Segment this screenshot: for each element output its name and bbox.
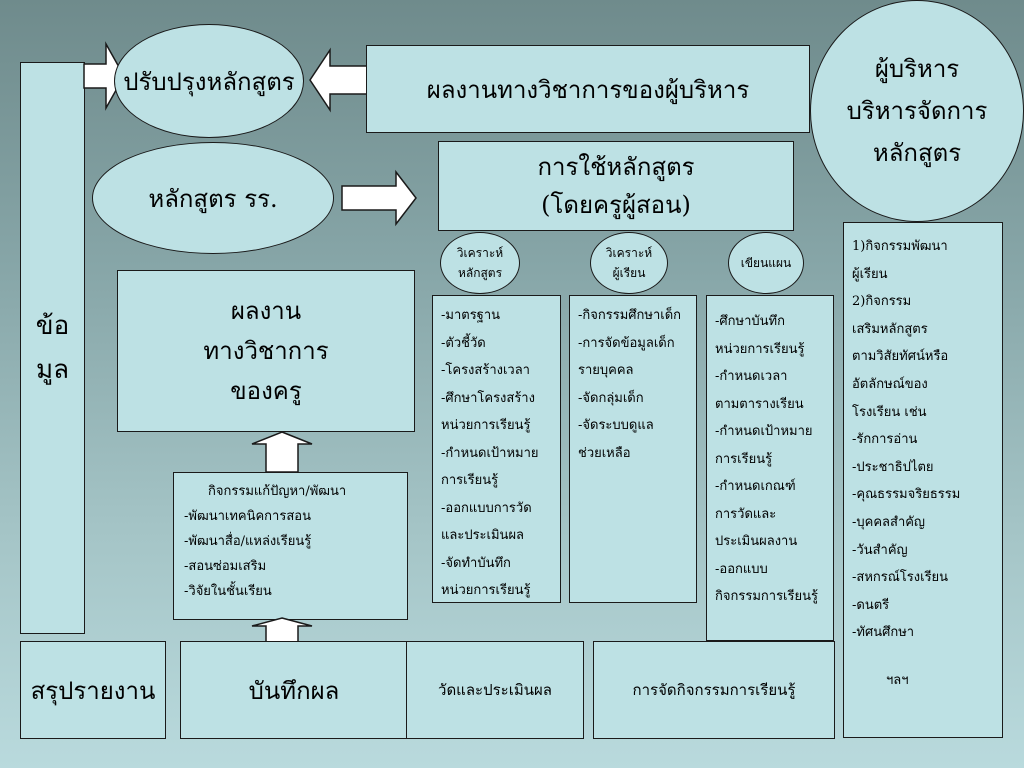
list-item: การวัดและ bbox=[715, 506, 777, 522]
list-item: -จัดทำบันทึก bbox=[441, 555, 511, 571]
list-item: -จัดระบบดูแล bbox=[578, 418, 654, 433]
list-item: -วันสำคัญ bbox=[852, 542, 908, 558]
list-item: -คุณธรรมจริยธรรม bbox=[852, 487, 961, 503]
list-item: อัตลักษณ์ของ bbox=[852, 376, 928, 392]
list-item: ประเมินผลงาน bbox=[715, 534, 798, 549]
list-item: -บุคคลสำคัญ bbox=[852, 514, 926, 530]
list-item: -ออกแบบ bbox=[715, 561, 768, 577]
measure-evaluate-box: วัดและประเมินผล bbox=[406, 641, 584, 739]
list-item: -ทัศนศึกษา bbox=[852, 625, 915, 641]
list-item: โรงเรียน เช่น bbox=[852, 404, 927, 420]
executive-node: ผู้บริหาร บริหารจัดการ หลักสูตร bbox=[810, 0, 1024, 222]
list-item: -จัดกลุ่มเด็ก bbox=[578, 390, 644, 406]
learner-analysis-list: -กิจกรรมศึกษาเด็ก -การจัดข้อมูลเด็ก รายบ… bbox=[569, 295, 697, 603]
curriculum-analysis-list: -มาตรฐาน -ตัวชี้วัด -โครงสร้างเวลา -ศึกษ… bbox=[432, 295, 561, 603]
list-item: -สหกรณ์โรงเรียน bbox=[852, 570, 949, 586]
list-item: เสริมหลักสูตร bbox=[852, 321, 928, 337]
curriculum-use-box: การใช้หลักสูตร (โดยครูผู้สอน) bbox=[438, 141, 794, 231]
list-item: -ศึกษาโครงสร้าง bbox=[441, 390, 535, 406]
list-item: และประเมินผล bbox=[441, 528, 525, 543]
teacher-work-line1: ผลงาน bbox=[230, 297, 302, 325]
problem-solving-title: กิจกรรมแก้ปัญหา/พัฒนา bbox=[208, 484, 347, 499]
arrow-to-improve-from-admin bbox=[309, 47, 369, 113]
teacher-academic-work: ผลงาน ทางวิชาการ ของครู bbox=[117, 270, 415, 432]
executive-line3: หลักสูตร bbox=[872, 139, 962, 167]
organize-activities-box: การจัดกิจกรรมการเรียนรู้ bbox=[593, 641, 835, 739]
list-item: การเรียนรู้ bbox=[715, 451, 773, 467]
list-item: -โครงสร้างเวลา bbox=[441, 363, 530, 378]
data-box-line1: ข้อ bbox=[35, 311, 70, 341]
problem-solving-item: -สอนซ่อมเสริม bbox=[184, 559, 267, 574]
admin-academic-work-label: ผลงานทางวิชาการของผู้บริหาร bbox=[426, 75, 750, 104]
curriculum-use-line2: (โดยครูผู้สอน) bbox=[541, 191, 691, 219]
plan-writing-list: -ศึกษาบันทึก หน่วยการเรียนรู้ -กำหนดเวลา… bbox=[706, 295, 834, 641]
problem-solving-item: -พัฒนาเทคนิคการสอน bbox=[184, 509, 311, 524]
improve-curriculum-node: ปรับปรุงหลักสูตร bbox=[114, 24, 304, 138]
list-item: 1)กิจกรรมพัฒนา bbox=[852, 239, 948, 254]
analyze-learner-line2: ผู้เรียน bbox=[612, 266, 646, 280]
school-curriculum-node: หลักสูตร รร. bbox=[92, 142, 334, 254]
learner-activities-list: 1)กิจกรรมพัฒนา ผู้เรียน 2)กิจกรรม เสริมห… bbox=[843, 222, 1003, 738]
admin-academic-work: ผลงานทางวิชาการของผู้บริหาร bbox=[366, 45, 810, 133]
record-results-label: บันทึกผล bbox=[248, 676, 340, 705]
list-item: -ศึกษาบันทึก bbox=[715, 314, 785, 329]
measure-evaluate-label: วัดและประเมินผล bbox=[438, 681, 552, 699]
list-item: -กำหนดเกณฑ์ bbox=[715, 479, 796, 494]
list-item: -กำหนดเป้าหมาย bbox=[715, 424, 813, 439]
list-item: ช่วยเหลือ bbox=[578, 445, 631, 461]
list-item: ผู้เรียน bbox=[852, 266, 888, 282]
analyze-learner-line1: วิเคราะห์ bbox=[605, 246, 653, 260]
list-item: -ดนตรี bbox=[852, 597, 890, 613]
list-item: -ตัวชี้วัด bbox=[441, 335, 486, 351]
analyze-learner-node: วิเคราะห์ ผู้เรียน bbox=[590, 232, 668, 294]
list-item: กิจกรรมการเรียนรู้ bbox=[715, 589, 818, 604]
list-item: ตามตารางเรียน bbox=[715, 396, 804, 412]
list-item: หน่วยการเรียนรู้ bbox=[441, 418, 531, 433]
list-item: -กำหนดเป้าหมาย bbox=[441, 445, 539, 461]
teacher-work-line3: ของครู bbox=[230, 377, 302, 405]
data-box: ข้อ มูล bbox=[20, 62, 85, 634]
organize-activities-label: การจัดกิจกรรมการเรียนรู้ bbox=[632, 681, 796, 699]
list-item: -ออกแบบการวัด bbox=[441, 500, 532, 516]
record-results-box: บันทึกผล bbox=[180, 641, 408, 739]
analyze-curriculum-node: วิเคราะห์ หลักสูตร bbox=[440, 232, 520, 294]
problem-solving-box: กิจกรรมแก้ปัญหา/พัฒนา -พัฒนาเทคนิคการสอน… bbox=[173, 472, 408, 620]
arrow-up-to-teacher-work bbox=[251, 431, 313, 473]
data-box-line2: มูล bbox=[35, 355, 70, 385]
analyze-curriculum-line1: วิเคราะห์ bbox=[456, 246, 504, 260]
arrow-to-curriculum-use bbox=[341, 169, 417, 227]
write-plan-label: เขียนแผน bbox=[740, 255, 792, 270]
analyze-curriculum-line2: หลักสูตร bbox=[457, 266, 503, 280]
list-item: รายบุคคล bbox=[578, 363, 634, 378]
activities-etc: ฯลฯ bbox=[886, 672, 909, 688]
list-item: -รักการอ่าน bbox=[852, 432, 918, 448]
list-item: -ประชาธิปไตย bbox=[852, 459, 934, 475]
executive-line1: ผู้บริหาร bbox=[874, 55, 960, 83]
improve-curriculum-label: ปรับปรุงหลักสูตร bbox=[123, 67, 295, 96]
problem-solving-item: -พัฒนาสื่อ/แหล่งเรียนรู้ bbox=[184, 534, 312, 549]
list-item: การเรียนรู้ bbox=[441, 473, 499, 488]
list-item: -การจัดข้อมูลเด็ก bbox=[578, 335, 675, 351]
teacher-work-line2: ทางวิชาการ bbox=[203, 337, 329, 365]
list-item: 2)กิจกรรม bbox=[852, 294, 912, 310]
list-item: หน่วยการเรียนรู้ bbox=[441, 583, 531, 598]
list-item: -กำหนดเวลา bbox=[715, 369, 788, 384]
list-item: ตามวิสัยทัศน์หรือ bbox=[852, 349, 949, 365]
list-item: หน่วยการเรียนรู้ bbox=[715, 341, 805, 357]
list-item: -มาตรฐาน bbox=[441, 308, 501, 323]
list-item: -กิจกรรมศึกษาเด็ก bbox=[578, 308, 682, 323]
problem-solving-item: -วิจัยในชั้นเรียน bbox=[184, 584, 272, 599]
summary-report-box: สรุปรายงาน bbox=[20, 641, 166, 739]
school-curriculum-label: หลักสูตร รร. bbox=[148, 184, 278, 213]
executive-line2: บริหารจัดการ bbox=[846, 97, 988, 125]
curriculum-use-line1: การใช้หลักสูตร bbox=[537, 153, 695, 181]
write-plan-node: เขียนแผน bbox=[728, 232, 804, 294]
summary-report-label: สรุปรายงาน bbox=[30, 676, 156, 705]
